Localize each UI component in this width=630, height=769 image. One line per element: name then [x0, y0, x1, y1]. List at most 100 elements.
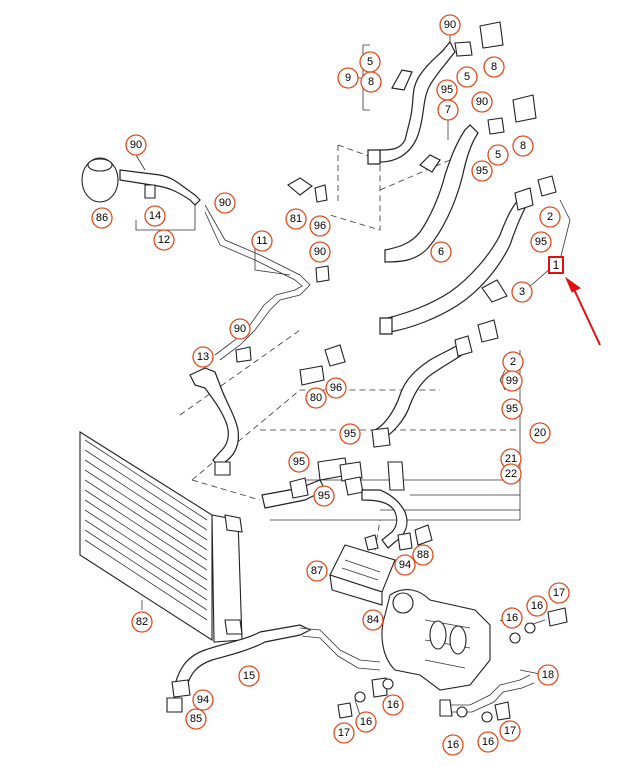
callout-label: 96	[314, 220, 326, 232]
callout-label: 13	[197, 351, 209, 363]
callout-label: 5	[495, 149, 501, 161]
callout-12: 12	[153, 229, 175, 251]
callout-17: 17	[333, 722, 355, 744]
callout-label: 16	[506, 612, 518, 624]
callout-label: 17	[338, 727, 350, 739]
callout-1-highlight: 1	[548, 256, 564, 274]
callout-label: 9	[345, 72, 351, 84]
callout-label: 16	[360, 716, 372, 728]
pipe-18	[337, 607, 568, 723]
callout-label: 87	[311, 565, 323, 577]
callout-85: 85	[185, 708, 207, 730]
callout-86: 86	[91, 207, 113, 229]
callout-7: 7	[437, 99, 459, 121]
callout-95: 95	[313, 485, 335, 507]
callout-label: 90	[314, 246, 326, 258]
callout-2: 2	[502, 351, 524, 373]
callout-13: 13	[192, 346, 214, 368]
upper-hose-assembly	[367, 21, 557, 335]
callout-81: 81	[285, 208, 307, 230]
callout-label: 90	[234, 323, 246, 335]
callout-label: 84	[367, 614, 379, 626]
callout-16: 16	[501, 607, 523, 629]
callout-label: 11	[256, 235, 267, 247]
callouts: 90 5 8 9 5 8 95 7 90 5 8 95 90 90 86 14 …	[91, 14, 570, 756]
callout-94: 94	[192, 689, 214, 711]
callout-5: 5	[456, 66, 478, 88]
callout-5: 5	[359, 51, 381, 73]
callout-90: 90	[309, 241, 331, 263]
callout-16: 16	[355, 711, 377, 733]
callout-94: 94	[394, 554, 416, 576]
callout-8: 8	[360, 71, 382, 93]
red-arrow	[564, 276, 601, 346]
callout-95: 95	[501, 398, 523, 420]
callout-label: 15	[243, 670, 255, 682]
callout-95: 95	[436, 79, 458, 101]
callout-label: 16	[447, 739, 459, 751]
callout-label: 6	[438, 246, 444, 258]
callout-8: 8	[483, 56, 505, 78]
lower-hose-20	[261, 319, 499, 549]
callout-label: 95	[476, 165, 488, 177]
callout-label: 95	[441, 84, 453, 96]
callout-96: 96	[309, 215, 331, 237]
callout-label: 17	[553, 587, 565, 599]
callout-label: 5	[464, 71, 470, 83]
callout-16: 16	[526, 595, 548, 617]
callout-label: 14	[149, 210, 161, 222]
callout-80: 80	[305, 387, 327, 409]
callout-14: 14	[144, 205, 166, 227]
callout-label: 94	[399, 559, 411, 571]
oil-cooler-87	[329, 524, 433, 606]
callout-95: 95	[471, 160, 493, 182]
callout-95: 95	[288, 451, 310, 473]
callout-90: 90	[214, 192, 236, 214]
callout-22: 22	[500, 463, 522, 485]
callout-90: 90	[125, 134, 147, 156]
callout-90: 90	[439, 14, 461, 36]
callout-95: 95	[530, 231, 552, 253]
callout-17: 17	[548, 582, 570, 604]
callout-label: 16	[531, 600, 543, 612]
turbocharger-84	[381, 589, 491, 691]
callout-label: 82	[136, 616, 148, 628]
callout-label: 8	[520, 140, 526, 152]
callout-label: 81	[290, 213, 302, 225]
callout-11: 11	[251, 230, 273, 252]
callout-label: 8	[491, 61, 497, 73]
callout-label: 85	[190, 713, 202, 725]
callout-99: 99	[501, 370, 523, 392]
callout-label: 20	[534, 427, 546, 439]
callout-label: 95	[506, 403, 518, 415]
callout-8: 8	[512, 135, 534, 157]
callout-label: 21	[505, 453, 517, 465]
connectors	[235, 177, 346, 386]
callout-label: 95	[535, 236, 547, 248]
callout-16: 16	[382, 694, 404, 716]
callout-2: 2	[539, 206, 561, 228]
callout-5: 5	[487, 144, 509, 166]
callout-label: 95	[344, 428, 356, 440]
callout-label: 86	[96, 212, 108, 224]
callout-87: 87	[306, 560, 328, 582]
callout-label: 16	[387, 699, 399, 711]
callout-label: 16	[482, 736, 494, 748]
callout-label: 22	[505, 468, 517, 480]
expansion-tank-assembly	[81, 157, 311, 361]
callout-label: 1	[553, 258, 560, 272]
callout-label: 88	[417, 549, 429, 561]
callout-label: 90	[476, 96, 488, 108]
callout-label: 12	[158, 234, 170, 246]
callout-label: 5	[367, 56, 373, 68]
callout-label: 90	[444, 19, 456, 31]
callout-82: 82	[131, 611, 153, 633]
callout-90: 90	[229, 318, 251, 340]
callout-18: 18	[537, 664, 559, 686]
callout-label: 90	[130, 139, 142, 151]
callout-16: 16	[442, 734, 464, 756]
callout-84: 84	[362, 609, 384, 631]
callout-15: 15	[238, 665, 260, 687]
callout-21: 21	[500, 448, 522, 470]
